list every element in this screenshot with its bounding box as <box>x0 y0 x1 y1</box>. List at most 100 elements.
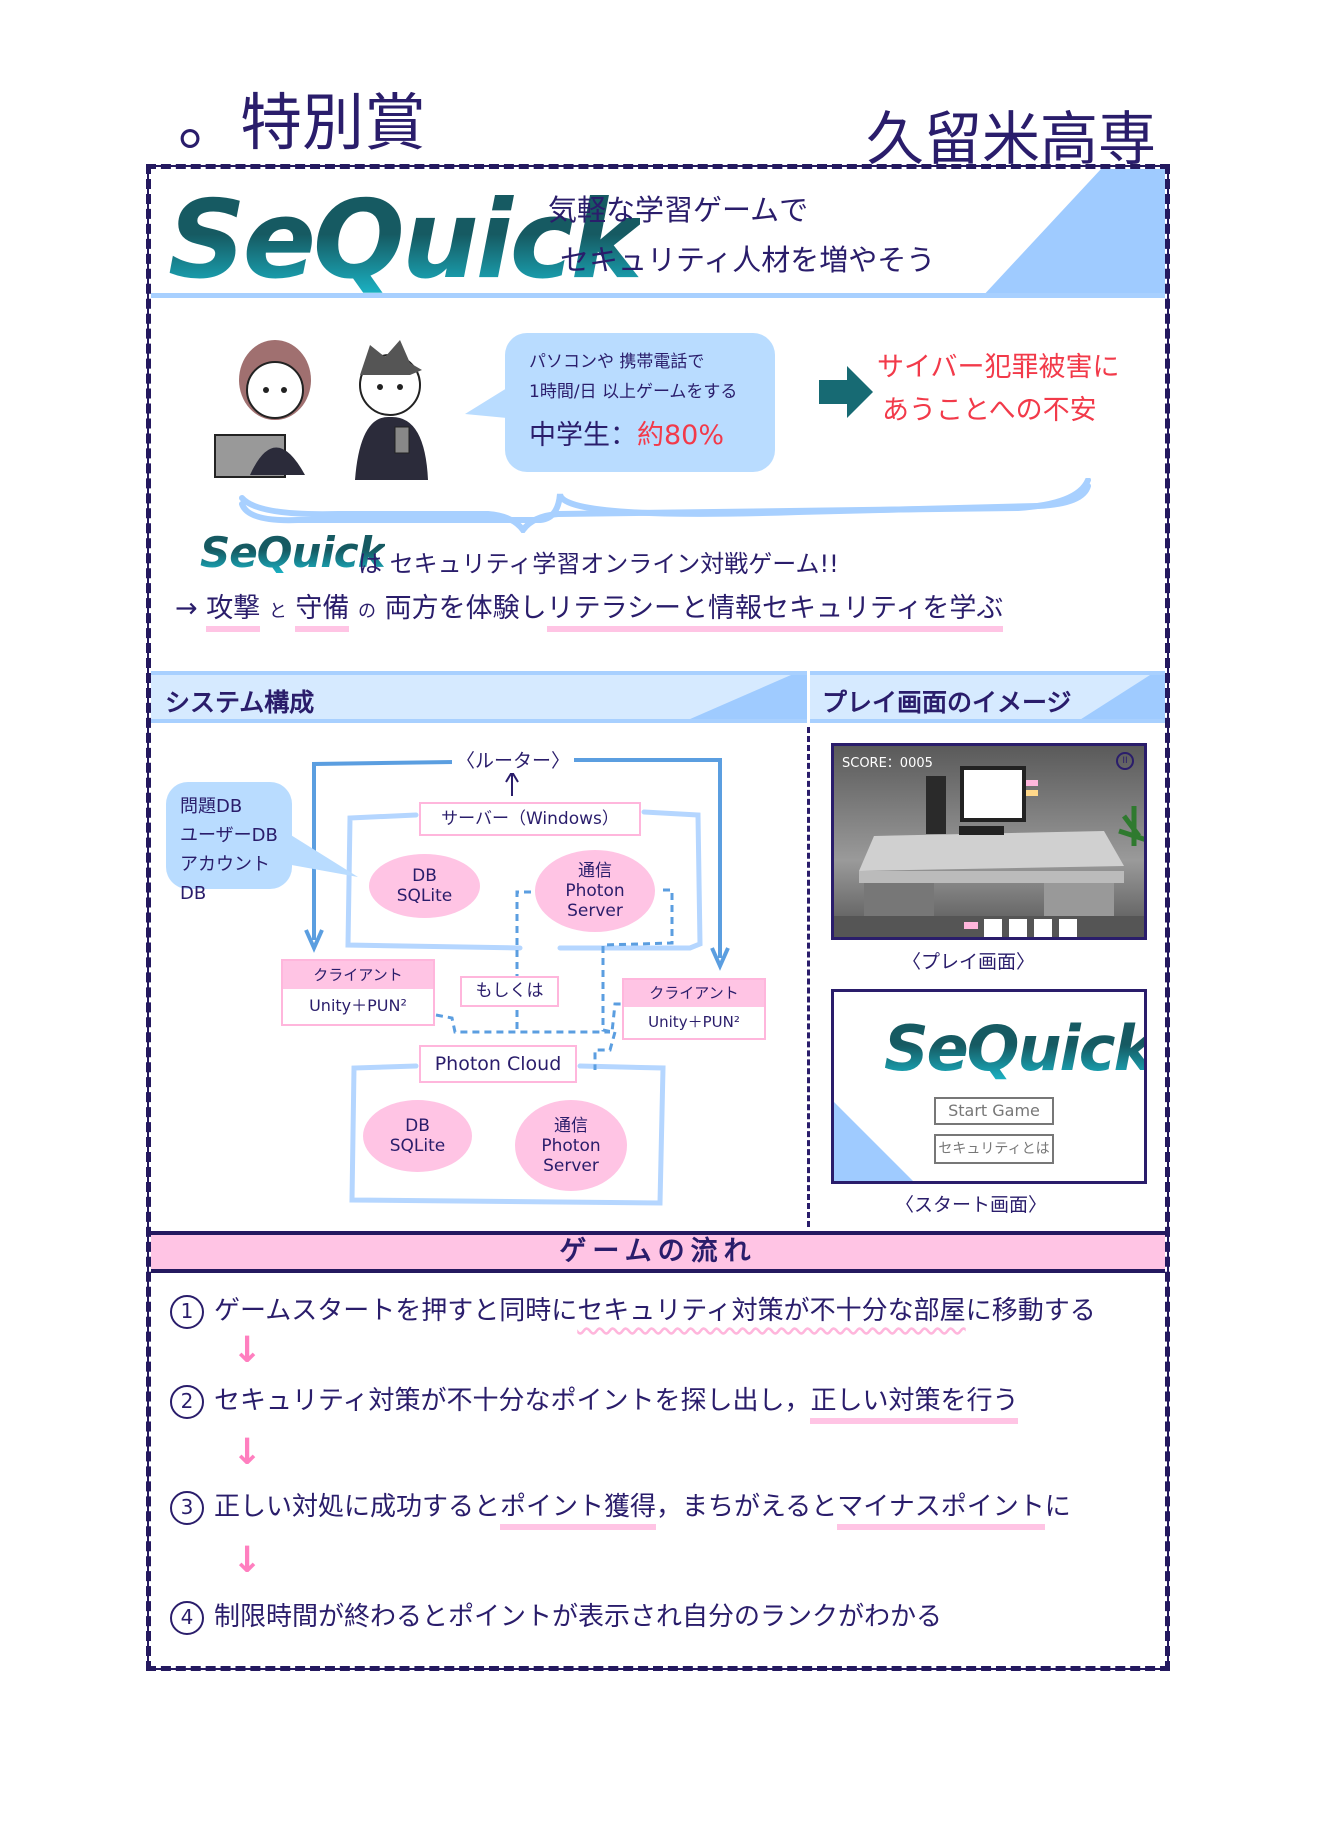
play-screen-image: SCORE：0005 II <box>831 743 1147 940</box>
step-highlight: ポイント獲得 <box>500 1492 657 1530</box>
client-label: クライアント <box>283 961 433 989</box>
flow-step-4: 4 制限時間が終わるとポイントが表示され自分のランクがわかる <box>170 1596 942 1635</box>
client-label: クライアント <box>624 980 764 1007</box>
client-right: クライアント Unity＋PUN² <box>622 978 766 1040</box>
flow-step-3: 3 正しい対処に成功するとポイント獲得，まちがえるとマイナスポイントに <box>170 1486 1071 1530</box>
step-text: に <box>1044 1492 1071 1522</box>
award-title: 。特別賞 <box>178 86 427 159</box>
tagline-2: セキュリティ人材を増やそう <box>560 243 936 277</box>
step-text: に移動する <box>965 1296 1096 1326</box>
db-name: SQLite <box>396 886 453 906</box>
play-title: プレイ画面のイメージ <box>822 688 1072 717</box>
bubble-line-1: パソコンや 携帯電話で <box>529 352 705 372</box>
db-item: 問題DB <box>180 796 243 817</box>
bubble-tail <box>465 388 507 418</box>
pause-icon[interactable]: II <box>1116 752 1134 770</box>
arrow: → <box>175 593 198 624</box>
db-item: ユーザーDB <box>180 825 278 846</box>
room-illustration <box>834 766 1144 937</box>
start-game-button[interactable]: Start Game <box>934 1097 1054 1125</box>
concern-line-2: あうことへの不安 <box>882 395 1097 426</box>
play-caption: 〈プレイ画面〉 <box>902 951 1036 973</box>
down-arrow-icon: ↓ <box>232 1330 263 1371</box>
tagline-1: 気軽な学習ゲームで <box>548 193 809 227</box>
text-no: の <box>358 601 376 622</box>
header-band <box>151 169 1165 298</box>
intro-description: は セキュリティ学習オンライン対戦ゲーム!! <box>358 550 839 578</box>
comm-label: 通信 <box>578 861 612 881</box>
db-label: DB <box>405 1116 430 1136</box>
step-number: 1 <box>170 1294 204 1329</box>
poster-frame <box>146 164 1170 1671</box>
or-label: もしくは <box>460 976 559 1007</box>
step-text: 制限時間が終わるとポイントが表示され自分のランクがわかる <box>214 1602 943 1632</box>
down-arrow-icon: ↓ <box>232 1432 263 1473</box>
header-triangle <box>985 169 1165 293</box>
system-header: システム構成 <box>151 671 807 723</box>
flow-step-1: 1 ゲームスタートを押すと同時にセキュリティ対策が不十分な部屋に移動する <box>170 1290 1096 1329</box>
score-text: SCORE：0005 <box>842 756 933 771</box>
header-triangle <box>1081 675 1165 719</box>
system-title: システム構成 <box>165 688 315 717</box>
start-logo: SeQuick <box>884 1012 1144 1085</box>
about-security-button[interactable]: セキュリティとは <box>934 1134 1054 1164</box>
step-number: 4 <box>170 1600 204 1635</box>
comm-name: Server <box>567 901 623 921</box>
bubble-tail <box>286 832 358 877</box>
db-label: DB <box>412 866 437 886</box>
school-name: 久留米高専 <box>866 105 1157 173</box>
step-number: 3 <box>170 1490 204 1525</box>
step-highlight: セキュリティ対策が不十分な部屋 <box>577 1296 966 1326</box>
db-name: SQLite <box>389 1136 446 1156</box>
play-header: プレイ画面のイメージ <box>810 671 1165 723</box>
defense-word: 守備 <box>295 593 350 632</box>
right-arrow-icon <box>819 366 873 418</box>
flow-step-2: 2 セキュリティ対策が不十分なポイントを探し出し，正しい対策を行う <box>170 1380 1019 1424</box>
concern-line-1: サイバー犯罪被害に <box>877 352 1120 383</box>
comm-label: 通信 <box>554 1115 588 1136</box>
comm-name: Photon <box>565 881 625 901</box>
stats-bubble: パソコンや 携帯電話で 1時間/日 以上ゲームをする 中学生：約80% <box>465 333 775 472</box>
db-item: アカウントDB <box>180 854 270 904</box>
step-highlight: 正しい対策を行う <box>810 1386 1019 1424</box>
small-logo: SeQuick <box>200 528 386 577</box>
step-highlight: マイナスポイント <box>837 1492 1045 1530</box>
start-screen-image: SeQuick Start Game セキュリティとは <box>831 989 1147 1184</box>
step-number: 2 <box>170 1384 204 1419</box>
stat-value: 約80% <box>637 420 725 451</box>
client-tech: Unity＋PUN² <box>309 996 407 1015</box>
students-illustration <box>214 340 428 480</box>
stat: 中学生：約80% <box>529 413 724 452</box>
down-arrow-icon: ↓ <box>232 1540 263 1581</box>
stat-label: 中学生： <box>529 420 637 451</box>
intro-line-2: → 攻撃 と 守備 の 両方を体験しリテラシーと情報セキュリティを学ぶ <box>175 586 1004 632</box>
start-caption: 〈スタート画面〉 <box>895 1194 1048 1216</box>
section-divider <box>807 727 810 1227</box>
bubble-line-2: 1時間/日 以上ゲームをする <box>529 382 738 402</box>
client-tech: Unity＋PUN² <box>648 1013 740 1031</box>
curly-brace <box>239 478 1091 533</box>
attack-word: 攻撃 <box>206 593 261 632</box>
start-triangle <box>834 1102 913 1181</box>
step-text: ，まちがえると <box>656 1492 838 1522</box>
text-mid: 両方を体験し <box>384 593 547 624</box>
step-text: ゲームスタートを押すと同時に <box>214 1296 578 1326</box>
header-triangle <box>690 675 807 719</box>
comm-name: Server <box>543 1155 599 1176</box>
flow-header: ゲームの流れ <box>151 1231 1165 1273</box>
client-left: クライアント Unity＋PUN² <box>281 959 435 1026</box>
step-text: 正しい対処に成功すると <box>214 1492 501 1522</box>
comm-name: Photon <box>541 1135 601 1156</box>
db-list-bubble: 問題DB ユーザーDB アカウントDB <box>166 782 358 904</box>
step-text: セキュリティ対策が不十分なポイントを探し出し， <box>214 1386 811 1416</box>
router-label: 〈ルーター〉 <box>452 746 575 773</box>
server-box: サーバー（Windows） <box>419 802 641 836</box>
text-to: と <box>268 601 287 622</box>
logo: SeQuick <box>168 178 643 303</box>
photon-cloud-box: Photon Cloud <box>419 1045 577 1083</box>
